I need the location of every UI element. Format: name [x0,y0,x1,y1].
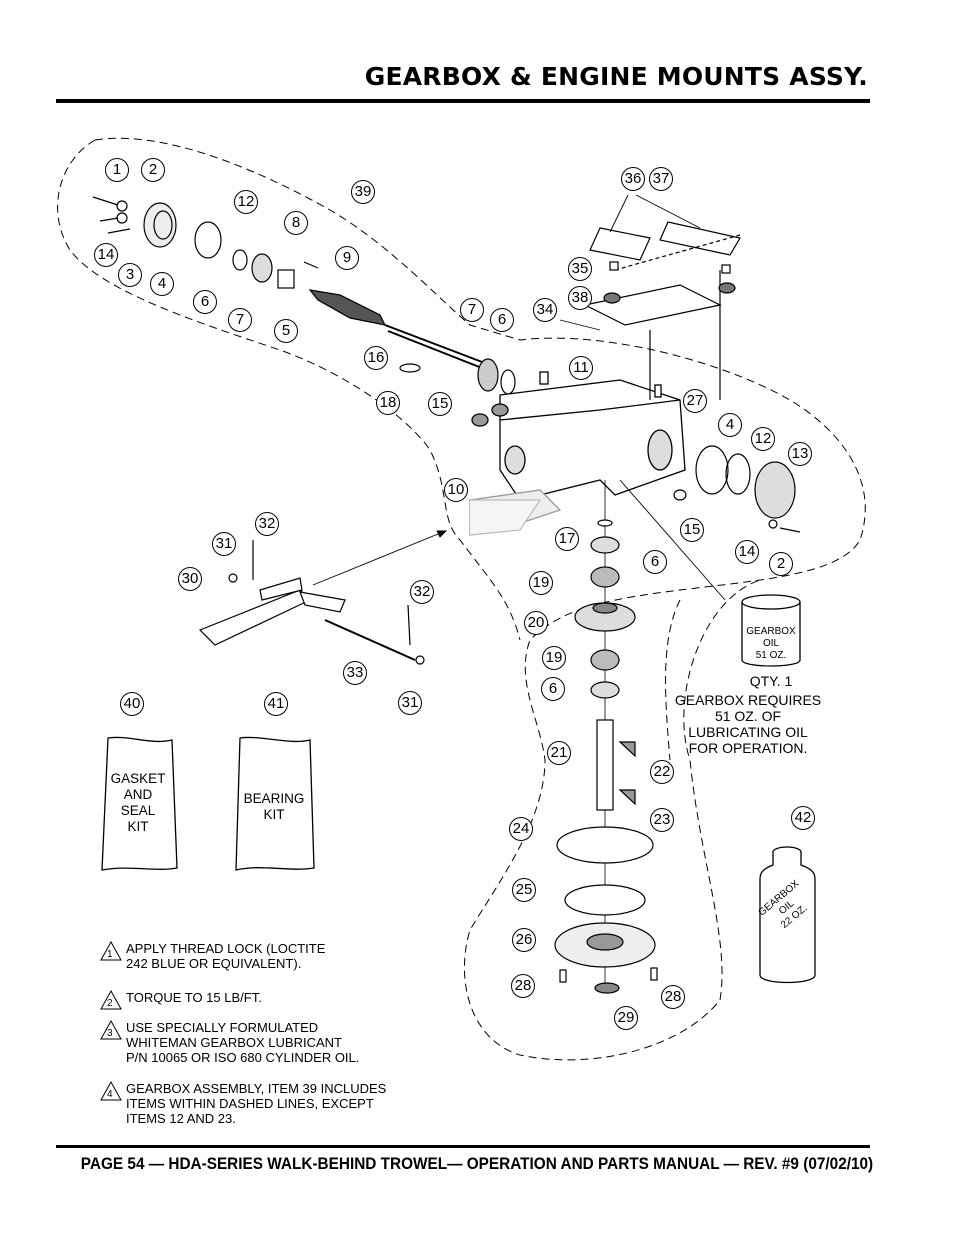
callout-15: 15 [428,392,452,416]
callout-2: 2 [769,552,793,576]
callout-1: 1 [105,158,129,182]
callout-35: 35 [568,257,592,281]
callout-32: 32 [410,580,434,604]
callout-38: 38 [568,286,592,310]
gearbox-boundary-left [57,139,521,641]
note-triangle-icon [100,1020,122,1040]
callout-28: 28 [511,974,535,998]
oil-qty: QTY. 1 [749,673,793,689]
gearbox-boundary-upper [94,137,866,1061]
callout-7: 7 [460,298,484,322]
callout-37: 37 [649,167,673,191]
callout-19: 19 [529,571,553,595]
callout-10: 10 [444,478,468,502]
callout-13: 13 [788,442,812,466]
callout-34: 34 [533,298,557,322]
callout-6: 6 [490,308,514,332]
callout-14: 14 [94,243,118,267]
gearbox-boundary-oil [665,599,681,761]
kit-bags [101,736,315,871]
callout-31: 31 [398,691,422,715]
shift-linkage [198,499,542,665]
callout-16: 16 [364,346,388,370]
page-title: GEARBOX & ENGINE MOUNTS ASSY. [364,62,868,91]
callout-6: 6 [541,677,565,701]
oil-can-label: GEARBOX OIL 51 OZ. [746,626,796,661]
callout-22: 22 [650,760,674,784]
callout-6: 6 [643,550,667,574]
callout-4: 4 [150,272,174,296]
callout-4: 4 [718,413,742,437]
callout-11: 11 [569,356,593,380]
oil-caption: GEARBOX REQUIRES 51 OZ. OF LUBRICATING O… [674,692,822,756]
callout-20: 20 [524,611,548,635]
callout-19: 19 [542,646,566,670]
callout-28: 28 [661,985,685,1009]
callout-39: 39 [351,180,375,204]
callout-7: 7 [228,308,252,332]
input-shaft-group [92,196,516,395]
callout-12: 12 [751,427,775,451]
callout-26: 26 [512,928,536,952]
note-triangle-icon [100,990,122,1010]
callout-6: 6 [193,290,217,314]
callout-36: 36 [621,167,645,191]
callout-8: 8 [284,211,308,235]
callout-27: 27 [683,389,707,413]
callout-21: 21 [547,741,571,765]
callout-14: 14 [735,540,759,564]
callout-41: 41 [264,692,288,716]
callout-32: 32 [255,512,279,536]
callout-33: 33 [343,661,367,685]
bearing-kit-label: BEARING KIT [243,791,305,822]
callout-2: 2 [141,158,165,182]
callout-31: 31 [212,532,236,556]
callout-23: 23 [650,808,674,832]
oil-can [741,594,801,667]
spray-can [759,846,816,984]
callout-29: 29 [614,1006,638,1030]
callout-30: 30 [178,567,202,591]
callout-15: 15 [680,518,704,542]
engine-mount-plates [583,221,741,400]
callout-18: 18 [376,391,400,415]
side-cover [673,445,801,533]
callout-3: 3 [118,263,142,287]
callout-25: 25 [512,878,536,902]
output-shaft-stack [554,480,658,994]
header-rule [56,99,870,103]
callout-17: 17 [555,527,579,551]
callout-24: 24 [509,817,533,841]
callout-42: 42 [791,806,815,830]
page-footer: PAGE 54 — HDA-SERIES WALK-BEHIND TROWEL—… [80,1155,874,1173]
note-triangle-icon [100,1081,122,1101]
note-triangle-icon [100,941,122,961]
gasket-seal-kit-label: GASKET AND SEAL KIT [110,771,166,834]
callout-40: 40 [120,692,144,716]
footer-rule [56,1145,870,1148]
callout-9: 9 [335,246,359,270]
leader-lines [312,194,726,601]
callout-12: 12 [234,190,258,214]
callout-5: 5 [274,319,298,343]
